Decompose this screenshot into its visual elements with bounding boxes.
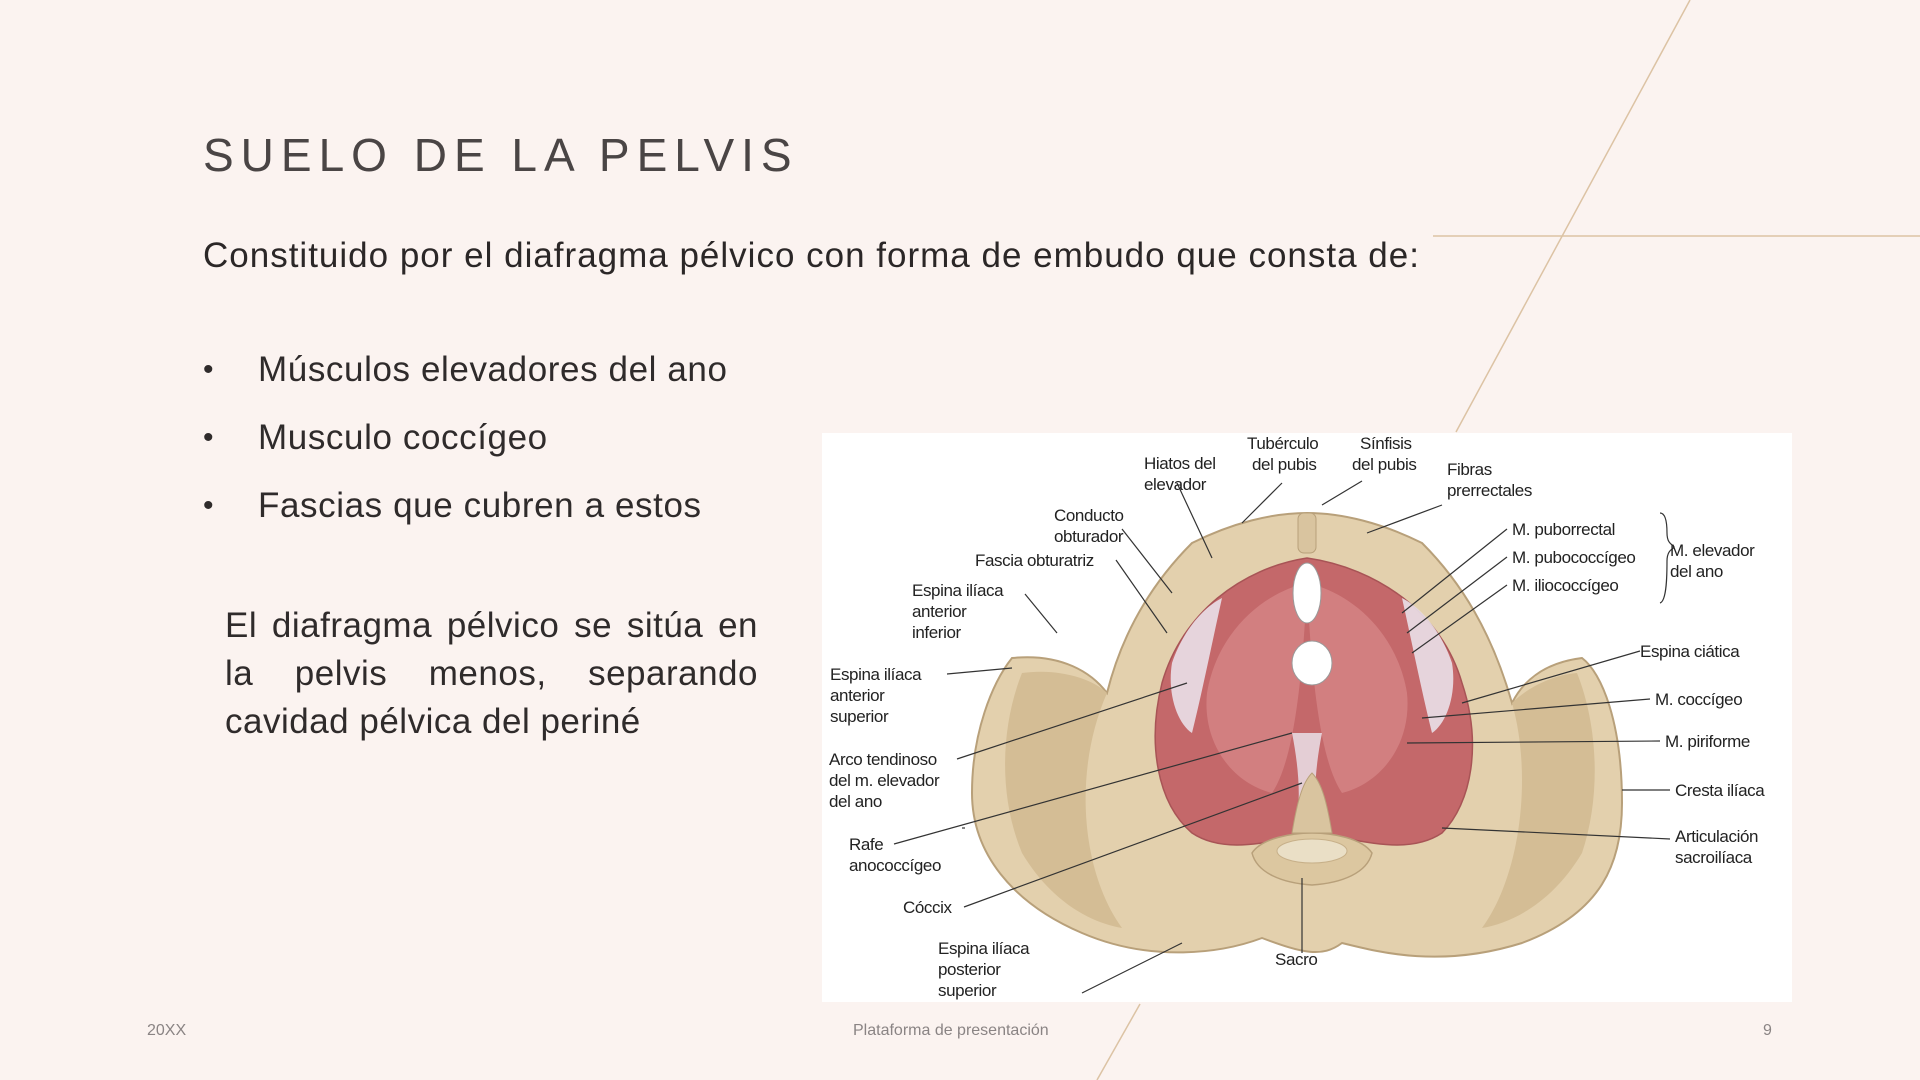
- page-number: 9: [1763, 1022, 1772, 1039]
- pubic-symphysis: [1297, 512, 1317, 554]
- label-m-puborrectal: M. puborrectal: [1512, 520, 1615, 539]
- label-sacro: Sacro: [1275, 950, 1317, 969]
- label-fascia-obturatriz: Fascia obturatriz: [975, 551, 1094, 570]
- pelvis-shade: [1482, 673, 1595, 928]
- label-m-pubococcigeo: M. pubococcígeo: [1512, 548, 1635, 567]
- fascia-streak: [1402, 598, 1454, 733]
- label-m-coccigeo: M. coccígeo: [1655, 690, 1742, 709]
- list-item: • Fascias que cubren a estos: [203, 482, 823, 550]
- bullet-list: • Músculos elevadores del ano • Musculo co…: [203, 346, 823, 550]
- bracket: [1659, 512, 1675, 604]
- label-espina-ciatica: Espina ciática: [1640, 642, 1740, 661]
- bullet-text: Músculos elevadores del ano: [258, 350, 728, 389]
- bullet-icon: •: [203, 489, 215, 522]
- bullet-icon: •: [203, 353, 215, 386]
- coccyx: [1291, 772, 1333, 834]
- bullet-text: Musculo coccígeo: [258, 418, 548, 457]
- label-m-iliococcigeo: M. iliococcígeo: [1512, 576, 1618, 595]
- label-coccix: Cóccix: [903, 898, 953, 917]
- footer-date: 20XX: [147, 1022, 187, 1039]
- bullet-text: Fascias que cubren a estos: [258, 486, 702, 525]
- intro-paragraph: Constituido por el diafragma pélvico con…: [203, 236, 1420, 275]
- footer-presentation-platform: Plataforma de presentación: [853, 1022, 1049, 1039]
- label-m-piriforme: M. piriforme: [1665, 732, 1750, 751]
- slide-title: SUELO DE LA PELVIS: [203, 129, 799, 181]
- anal-hiatus: [1291, 640, 1333, 686]
- list-item: • Músculos elevadores del ano: [203, 346, 823, 414]
- label-cresta-iliaca: Cresta ilíaca: [1675, 781, 1765, 800]
- muscle-highlight: [1307, 583, 1408, 793]
- fascia-streak: [1170, 598, 1222, 733]
- bullet-icon: •: [203, 421, 215, 454]
- list-item: • Musculo coccígeo: [203, 414, 823, 482]
- leader-lines: [893, 480, 1671, 994]
- side-paragraph: El diafragma pélvico se sitúa en la pelv…: [225, 606, 758, 741]
- sacral-canal: [1276, 838, 1348, 864]
- muscle-highlight: [1206, 583, 1307, 793]
- urethral-hiatus: [1292, 562, 1322, 624]
- pelvis-shade: [1005, 671, 1122, 928]
